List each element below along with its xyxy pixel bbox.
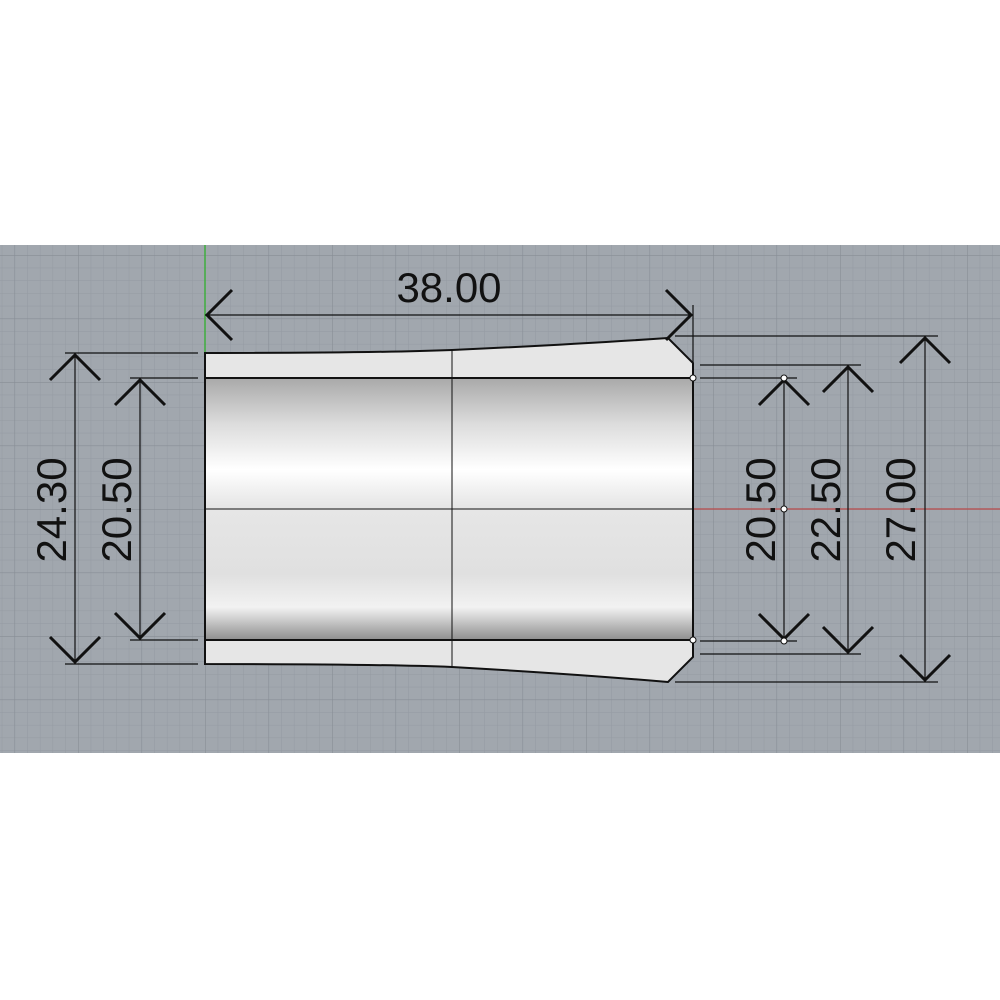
dim-left-inner[interactable]: 20.50 — [93, 457, 140, 562]
dimension-lines — [48, 288, 952, 683]
dim-right-outer[interactable]: 27.00 — [877, 457, 924, 562]
snap-points — [780, 374, 788, 645]
dim-right-inner[interactable]: 20.50 — [737, 457, 784, 562]
dim-length[interactable]: 38.00 — [396, 264, 501, 311]
part-profile[interactable] — [204, 336, 697, 684]
dim-left-outer[interactable]: 24.30 — [28, 457, 75, 562]
dim-right-mid[interactable]: 22.50 — [802, 457, 849, 562]
